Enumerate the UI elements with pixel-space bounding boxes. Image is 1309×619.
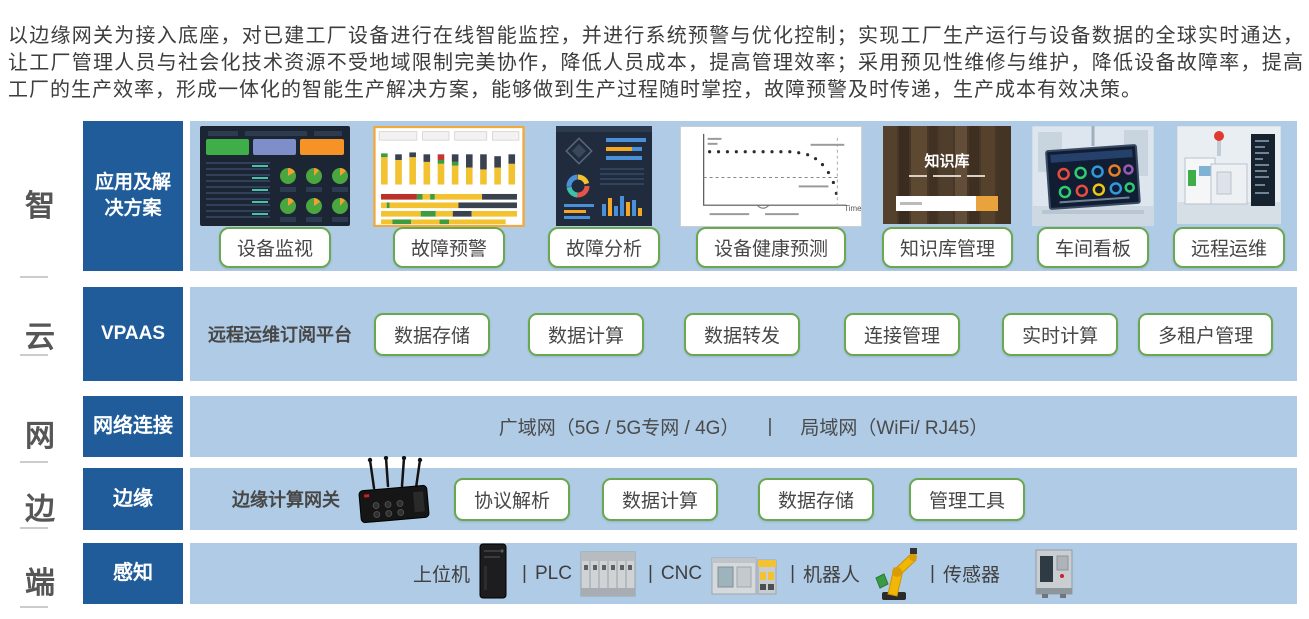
rail-divider (20, 461, 48, 463)
device-label-plc: PLC (534, 562, 572, 584)
device-monitoring-dashboard-thumbnail (200, 126, 350, 226)
lan-label: 局域网（WiFi/ RJ45） (800, 418, 989, 439)
edge-button-data-storage[interactable]: 数据存储 (758, 477, 875, 521)
device-label-host-pc: 上位机 (413, 565, 471, 586)
knowledge-base-thumbnail: 知识库 (883, 126, 1012, 224)
app-item-workshop-board: 车间看板 (1031, 126, 1154, 268)
app-label-workshop-board[interactable]: 车间看板 (1036, 227, 1149, 268)
fault-warning-chart-thumbnail (373, 126, 525, 227)
network-layer-strip: 广域网（5G / 5G专网 / 4G） | 局域网（WiFi/ RJ45） (190, 396, 1297, 457)
rail-divider (20, 276, 48, 278)
device-separator: | (522, 562, 527, 584)
network-layer-title: 网络连接 (83, 396, 183, 457)
rail-label-cloud: 云 (25, 321, 55, 354)
device-label-sensor: 传感器 (942, 565, 1000, 586)
application-layer-title: 应用及解决方案 (83, 121, 183, 271)
app-label-fault-warning[interactable]: 故障预警 (392, 227, 505, 268)
cloud-layer-row: VPAAS 远程运维订阅平台 数据存储 数据计算 数据转发 连接管理 实时计算 … (0, 287, 1309, 381)
app-item-remote-ops: 远程运维 (1172, 126, 1285, 268)
cloud-button-realtime-compute[interactable]: 实时计算 (1002, 312, 1119, 356)
app-item-health-prediction: Time 设备健康预测 (679, 126, 863, 268)
device-label-cnc: CNC (660, 562, 703, 584)
intro-paragraph: 以边缘网关为接入底座，对已建工厂设备进行在线智能监控，并进行系统预警与优化控制；… (8, 25, 1304, 101)
edge-layer-row: 边缘 边缘计算网关 协议解析 数据计算 (0, 456, 1309, 530)
app-label-knowledge-base[interactable]: 知识库管理 (881, 227, 1013, 268)
plc-module-icon (580, 551, 636, 596)
cnc-machine-icon (711, 557, 777, 594)
cloud-button-data-compute[interactable]: 数据计算 (528, 312, 645, 356)
device-label-robot: 机器人 (803, 565, 861, 586)
wan-label: 广域网（5G / 5G专网 / 4G） (498, 418, 740, 439)
app-item-fault-analysis: 故障分析 (547, 126, 660, 268)
robot-arm-icon (875, 547, 918, 600)
cloud-button-data-storage[interactable]: 数据存储 (374, 312, 491, 356)
perception-layer-row: 感知 上位机 | PLC | CNC (0, 543, 1309, 604)
application-layer-strip: 设备监视 (190, 121, 1297, 271)
app-label-device-monitoring[interactable]: 设备监视 (218, 227, 331, 268)
cloud-layer-strip: 远程运维订阅平台 数据存储 数据计算 数据转发 连接管理 实时计算 多租户管理 (190, 287, 1297, 381)
rail-label-endpoint: 端 (25, 567, 55, 600)
rail-divider (20, 527, 48, 529)
workshop-board-thumbnail (1031, 126, 1154, 226)
fault-analysis-dashboard-thumbnail (555, 126, 652, 226)
remote-ops-thumbnail (1176, 126, 1281, 224)
app-item-device-monitoring: 设备监视 (200, 126, 350, 268)
edge-layer-strip: 边缘计算网关 协议解析 数据计算 数据存储 管理工 (190, 456, 1297, 530)
app-label-health-prediction[interactable]: 设备健康预测 (695, 227, 846, 268)
health-prediction-chart-thumbnail: Time (679, 126, 862, 227)
rail-divider (20, 354, 48, 356)
network-separator: | (767, 415, 773, 437)
edge-layer-title: 边缘 (83, 468, 183, 530)
device-separator: | (647, 562, 653, 584)
sensor-machine-icon (1035, 549, 1073, 598)
application-layer-row: 应用及解决方案 (0, 121, 1309, 271)
rail-label-smart: 智 (25, 190, 55, 223)
thumbnail-axis-label: Time (844, 204, 862, 213)
perception-layer-title: 感知 (83, 543, 183, 604)
app-label-remote-ops[interactable]: 远程运维 (1172, 227, 1285, 268)
edge-button-protocol-parse[interactable]: 协议解析 (454, 477, 571, 521)
cloud-layer-title: VPAAS (83, 287, 183, 381)
network-layer-row: 网络连接 广域网（5G / 5G专网 / 4G） | 局域网（WiFi/ RJ4… (0, 396, 1309, 457)
industrial-pc-tower-icon (479, 543, 507, 598)
thumbnail-title: 知识库 (925, 152, 970, 170)
rail-label-network: 网 (25, 420, 55, 453)
edge-button-mgmt-tools[interactable]: 管理工具 (909, 477, 1026, 521)
cloud-button-data-forward[interactable]: 数据转发 (684, 312, 801, 356)
edge-button-data-compute[interactable]: 数据计算 (602, 477, 719, 521)
edge-gateway-device-icon (358, 456, 430, 524)
app-label-fault-analysis[interactable]: 故障分析 (547, 227, 660, 268)
perception-layer-strip: 上位机 | PLC | CNC (190, 543, 1297, 604)
device-separator: | (930, 562, 935, 584)
edge-gateway-label: 边缘计算网关 (232, 490, 340, 510)
rail-label-edge: 边 (25, 493, 55, 526)
cloud-button-connection-mgmt[interactable]: 连接管理 (844, 312, 961, 356)
app-item-knowledge-base: 知识库 知识库管理 (881, 126, 1013, 268)
device-separator: | (790, 562, 795, 584)
cloud-platform-label: 远程运维订阅平台 (208, 325, 352, 345)
cloud-button-multitenant-mgmt[interactable]: 多租户管理 (1138, 312, 1274, 356)
app-item-fault-warning: 故障预警 (369, 126, 529, 268)
rail-divider (20, 606, 48, 608)
